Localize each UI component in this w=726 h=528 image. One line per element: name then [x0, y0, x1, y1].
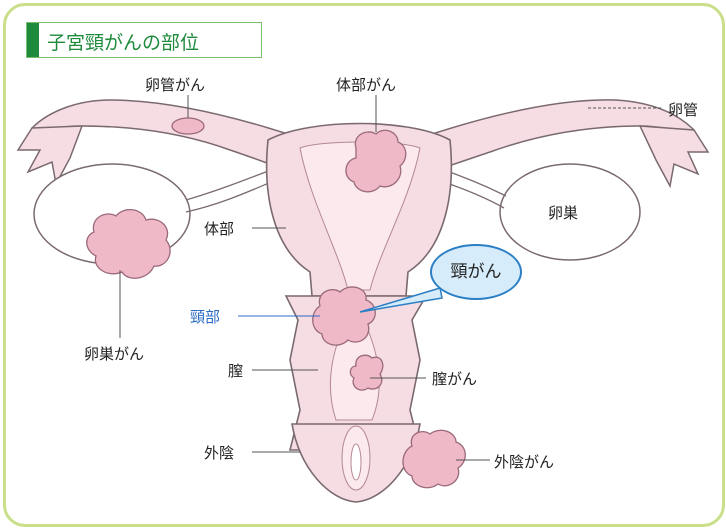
- label-uterus-body: 体部: [204, 220, 235, 238]
- diagram-title: 子宮頸がんの部位: [47, 32, 200, 54]
- callout-text: 頸がん: [450, 262, 502, 282]
- tumors: [86, 117, 466, 489]
- right-ovary-shape: [499, 163, 641, 261]
- label-vagina: 膣: [228, 362, 244, 380]
- vulvar-cancer-tumor: [402, 429, 466, 489]
- label-vulvar-cancer: 外陰がん: [494, 453, 555, 471]
- label-oviduct-cancer: 卵管がん: [145, 76, 206, 94]
- right-fimbriae: [638, 125, 710, 189]
- label-ovary: 卵巣: [548, 204, 579, 222]
- cervical-cancer-callout: 頸がん: [430, 244, 522, 300]
- title-accent-bar: [27, 23, 39, 57]
- label-body-cancer: 体部がん: [336, 76, 397, 94]
- cervical-cancer-tumor: [312, 286, 376, 346]
- label-oviduct: 卵管: [668, 101, 699, 119]
- left-fimbriae: [16, 125, 84, 187]
- label-cervix: 頸部: [190, 308, 221, 326]
- leader-lines: [119, 95, 662, 461]
- callout-pointer: [359, 287, 443, 313]
- oviduct-cancer-tumor: [171, 117, 205, 135]
- title-box: 子宮頸がんの部位: [26, 22, 262, 58]
- body-cancer-tumor: [345, 129, 407, 193]
- label-ovarian-cancer: 卵巣がん: [84, 345, 145, 363]
- ovarian-cancer-tumor: [86, 209, 171, 279]
- oviducts: [16, 99, 710, 189]
- vaginal-cancer-tumor: [349, 354, 384, 391]
- label-vulva: 外陰: [204, 444, 235, 462]
- label-vaginal-cancer: 膣がん: [432, 370, 478, 388]
